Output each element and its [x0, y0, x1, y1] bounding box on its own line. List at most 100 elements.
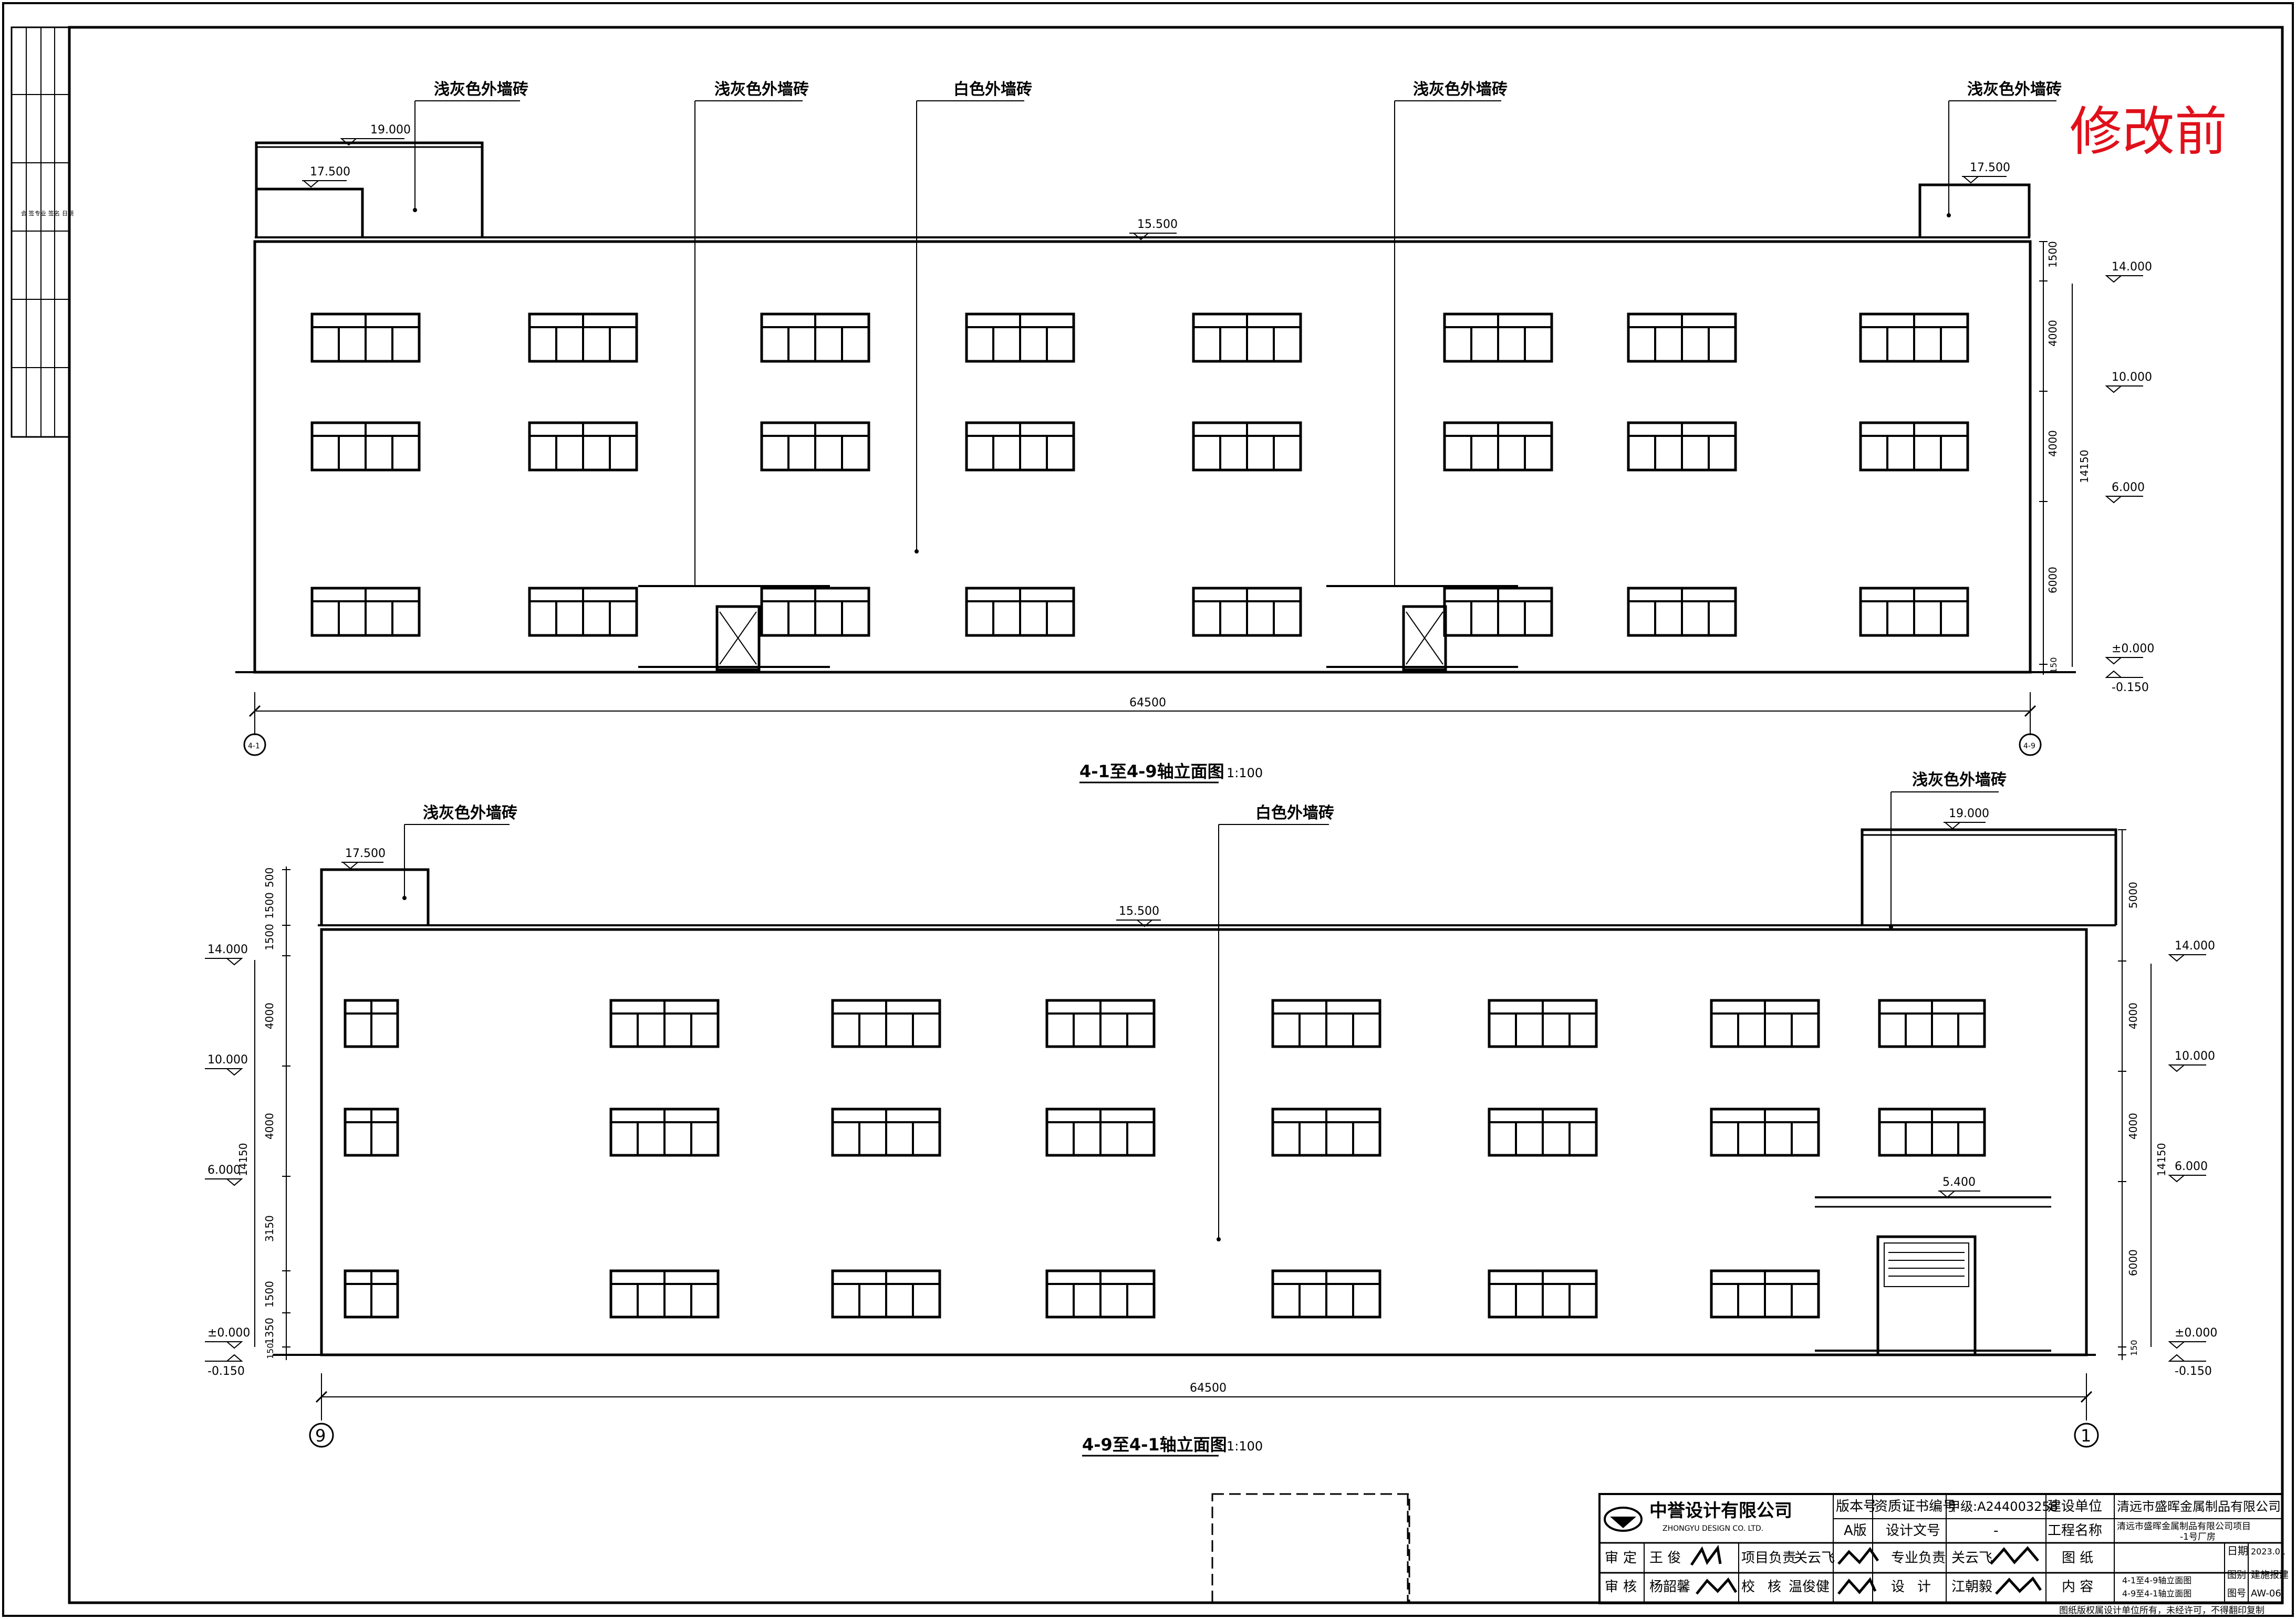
window	[1192, 312, 1302, 363]
window	[831, 999, 941, 1048]
signature-mark	[1990, 1546, 2039, 1565]
window	[1045, 1108, 1156, 1157]
window	[760, 587, 870, 637]
window	[1271, 1269, 1381, 1319]
svg-text:6000: 6000	[2127, 1249, 2139, 1276]
building-facade	[253, 240, 2032, 674]
material-label: 浅灰色外墙砖	[1967, 80, 2062, 99]
svg-text:5000: 5000	[2127, 882, 2139, 908]
svg-text:10.000: 10.000	[2175, 1050, 2215, 1063]
signature-mark	[1837, 1547, 1879, 1565]
sheet-inner-border	[68, 26, 2284, 1604]
window	[1878, 999, 1986, 1048]
svg-text:3150: 3150	[263, 1215, 276, 1242]
elevation-scale: 1:100	[1227, 1439, 1263, 1454]
window	[1859, 421, 1969, 472]
svg-text:14150: 14150	[2078, 450, 2091, 483]
revision-note: 修改前	[2070, 101, 2227, 162]
svg-text:定: 定	[1623, 1550, 1637, 1566]
level-scale-right: 1500 4000 4000 6000 150 14150 14.000 10.…	[2039, 241, 2154, 694]
level-marker: 5.400	[1938, 1176, 1980, 1198]
window	[1627, 312, 1737, 363]
window	[1045, 999, 1156, 1048]
svg-text:1500: 1500	[2046, 241, 2059, 268]
window	[965, 421, 1075, 472]
svg-text:17.500: 17.500	[345, 847, 386, 860]
window	[1710, 1108, 1820, 1157]
svg-text:项目负责: 项目负责	[1741, 1550, 1796, 1566]
window	[1859, 312, 1969, 363]
material-leader: 白色外墙砖	[915, 80, 1032, 553]
material-label: 浅灰色外墙砖	[1413, 80, 1508, 99]
window	[1192, 421, 1302, 472]
level-scale-left: 500 1500 1500 4000 4000 3150 1500 1350 1…	[205, 866, 290, 1378]
material-label: 浅灰色外墙砖	[1912, 771, 2007, 789]
svg-text:1500: 1500	[263, 1281, 276, 1308]
window	[609, 999, 720, 1048]
level-marker: 19.000	[340, 123, 411, 146]
svg-text:4000: 4000	[263, 1113, 276, 1140]
margin-label: 签名	[48, 210, 60, 217]
svg-text:校: 校	[1741, 1579, 1755, 1595]
svg-text:关云飞: 关云飞	[1951, 1550, 1992, 1566]
window	[831, 1269, 941, 1319]
svg-text:6000: 6000	[2046, 567, 2059, 593]
svg-text:设: 设	[1891, 1579, 1905, 1595]
svg-text:温俊健: 温俊健	[1789, 1579, 1830, 1595]
title-block: 中誉设计有限公司 ZHONGYU DESIGN CO. LTD. 版本号 资质证…	[1211, 1493, 2289, 1616]
svg-text:150: 150	[2129, 1340, 2139, 1356]
svg-text:-0.150: -0.150	[2175, 1365, 2212, 1378]
svg-text:2023.01: 2023.01	[2251, 1547, 2285, 1557]
level-marker: 17.500	[1962, 161, 2010, 184]
svg-text:计: 计	[1917, 1579, 1931, 1595]
svg-text:核: 核	[1768, 1579, 1781, 1595]
svg-text:15.500: 15.500	[1119, 905, 1159, 918]
svg-text:4-9至4-1轴立面图: 4-9至4-1轴立面图	[2122, 1589, 2191, 1599]
axis-label: 1	[2081, 1426, 2091, 1446]
svg-text:审: 审	[1605, 1550, 1618, 1566]
window	[1859, 587, 1969, 637]
window	[760, 421, 870, 472]
window	[310, 421, 421, 472]
svg-text:工程名称: 工程名称	[2048, 1523, 2102, 1539]
stair-tower-right	[1861, 828, 2117, 925]
window	[344, 1108, 399, 1157]
elevation-top: 浅灰色外墙砖 浅灰色外墙砖 白色外墙砖 浅灰色外墙砖 浅灰色外墙砖 19.	[235, 80, 2154, 784]
company-name-en: ZHONGYU DESIGN CO. LTD.	[1663, 1524, 1763, 1533]
window	[831, 1108, 941, 1157]
window	[1271, 999, 1381, 1048]
svg-text:14.000: 14.000	[207, 943, 248, 956]
axis-bubble	[309, 1423, 334, 1448]
svg-text:专业负责: 专业负责	[1891, 1550, 1946, 1566]
window	[1192, 587, 1302, 637]
svg-text:±0.000: ±0.000	[207, 1326, 250, 1340]
svg-text:资质证书编号: 资质证书编号	[1874, 1499, 1956, 1514]
axis-label: 4-9	[2023, 742, 2035, 750]
margin-label: 会 签	[21, 210, 35, 217]
svg-text:19.000: 19.000	[1949, 807, 1989, 820]
material-leader: 浅灰色外墙砖	[694, 80, 809, 586]
svg-text:14.000: 14.000	[2112, 260, 2152, 274]
window	[1627, 421, 1737, 472]
material-leader: 浅灰色外墙砖	[402, 804, 517, 900]
window	[1878, 1108, 1986, 1157]
svg-text:±0.000: ±0.000	[2175, 1326, 2217, 1340]
copyright-footer: 图纸版权属设计单位所有，未经许可，不得翻印复制	[2059, 1605, 2264, 1616]
margin-label: 专业	[35, 210, 46, 217]
svg-text:1500: 1500	[263, 892, 276, 919]
countersign-strip: 会 签 专业 签名 日期	[11, 26, 74, 438]
svg-text:王 俊: 王 俊	[1649, 1550, 1681, 1566]
window	[1710, 1269, 1820, 1319]
svg-text:4-1至4-9轴立面图: 4-1至4-9轴立面图	[2122, 1575, 2191, 1585]
level-marker: 17.500	[341, 847, 386, 870]
svg-text:1500: 1500	[263, 924, 276, 950]
window	[1627, 587, 1737, 637]
svg-text:核: 核	[1623, 1579, 1637, 1595]
svg-text:17.500: 17.500	[1970, 161, 2010, 174]
svg-text:审: 审	[1605, 1579, 1618, 1595]
level-marker: 15.500	[1116, 905, 1161, 927]
company-name: 中誉设计有限公司	[1649, 1500, 1792, 1521]
svg-text:内 容: 内 容	[2062, 1579, 2093, 1595]
svg-text:6.000: 6.000	[2175, 1160, 2208, 1173]
